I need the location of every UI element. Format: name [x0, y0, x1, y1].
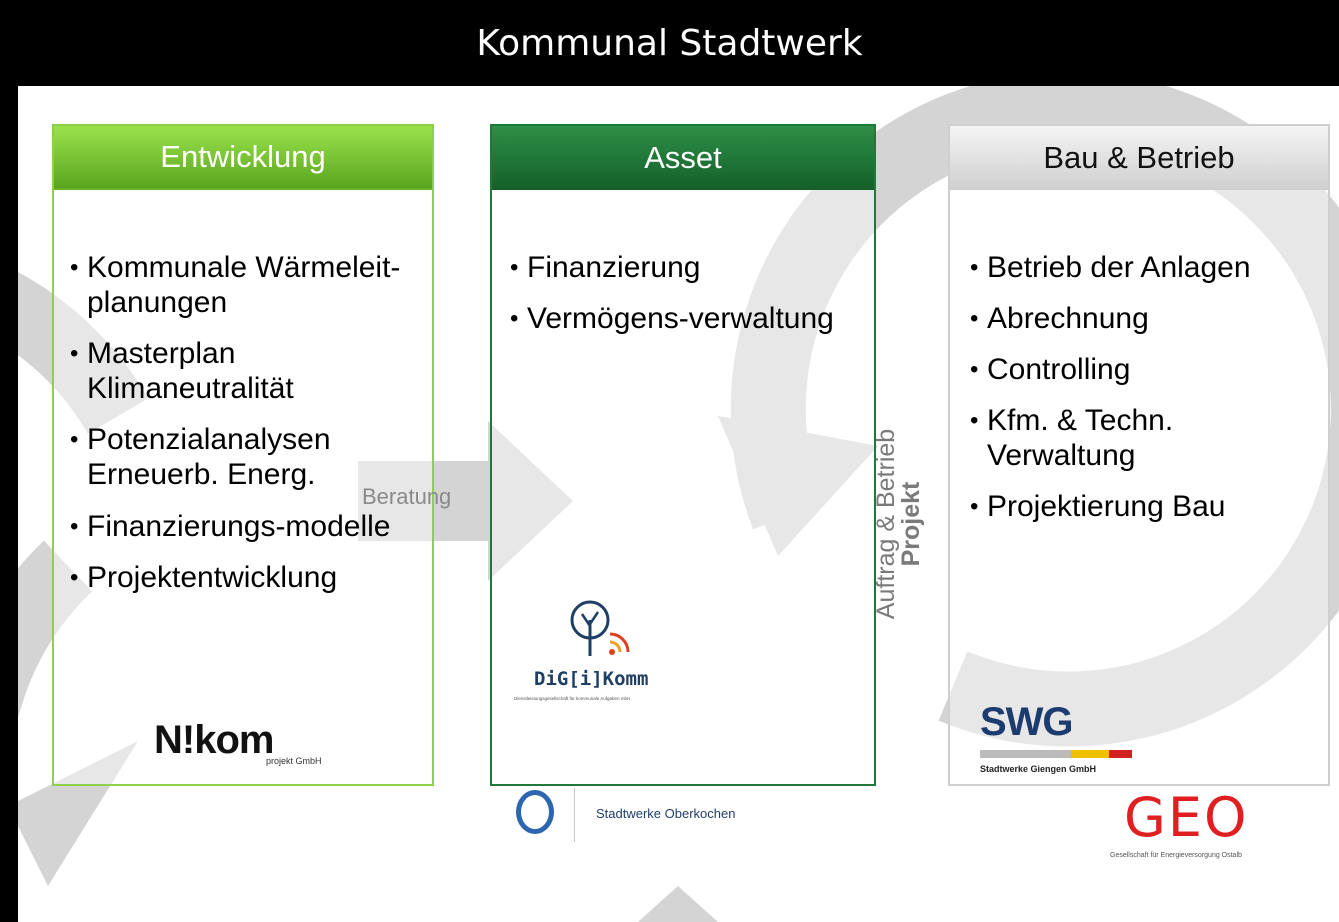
auftrag-betrieb-text: Auftrag & Betrieb [872, 428, 900, 620]
oberkochen-divider [574, 788, 575, 842]
list-item: Finanzierungs-modelle [70, 509, 420, 544]
auftrag-betrieb-label: Auftrag & Betrieb Projekt [872, 394, 925, 654]
nikom-logo: N!kom projekt GmbH [154, 718, 354, 768]
left-arc-bottom [18, 540, 93, 719]
column-heading-asset: Asset [492, 126, 874, 190]
list-item: Potenzialanalysen Erneuerb. Energ. [70, 422, 420, 492]
geo-logo-sub: Gesellschaft für Energieversorgung Ostal… [1110, 852, 1242, 859]
stadtwerke-oberkochen-logo: Stadtwerke Oberkochen [516, 788, 816, 844]
list-item: Masterplan Klimaneutralität [70, 336, 420, 406]
list-asset: Finanzierung Vermögens-verwaltung [510, 250, 840, 352]
digikomm-logo-name: DiG[i]Komm [534, 668, 649, 690]
swg-logo-name: SWG [980, 700, 1074, 744]
list-item: Finanzierung [510, 250, 840, 285]
list-item: Projektierung Bau [970, 489, 1320, 524]
list-bau-betrieb: Betrieb der Anlagen Abrechnung Controlli… [970, 250, 1320, 541]
list-item: Controlling [970, 352, 1320, 387]
projekt-text: Projekt [897, 481, 925, 567]
list-entwicklung: Kommunale Wärmeleit-planungen Masterplan… [70, 250, 420, 611]
left-arrowhead [18, 741, 138, 886]
tree-icon [570, 600, 630, 656]
geo-logo-name: GEO [1124, 786, 1249, 849]
column-entwicklung: Entwicklung Kommunale Wärmeleit-planunge… [52, 124, 434, 786]
list-item: Vermögens-verwaltung [510, 301, 840, 336]
column-asset: Asset Finanzierung Vermögens-verwaltung … [490, 124, 876, 786]
swg-logo-sub: Stadtwerke Giengen GmbH [980, 764, 1097, 774]
list-item: Projektentwicklung [70, 560, 420, 595]
geo-logo: GEO Gesellschaft für Energieversorgung O… [1110, 786, 1320, 874]
diagram-canvas: Entwicklung Kommunale Wärmeleit-planunge… [18, 86, 1339, 922]
page-title: Kommunal Stadtwerk [0, 0, 1339, 86]
digikomm-logo-sub: Dienstleistungsgesellschaft für kommunal… [514, 696, 631, 701]
beratung-label: Beratung [362, 484, 452, 509]
swg-logo: SWG Stadtwerke Giengen GmbH [980, 700, 1140, 780]
column-heading-bau-betrieb: Bau & Betrieb [950, 126, 1328, 190]
swg-logo-dots [980, 750, 1132, 758]
column-heading-entwicklung: Entwicklung [54, 126, 432, 190]
list-item: Kfm. & Techn. Verwaltung [970, 403, 1320, 473]
list-item: Abrechnung [970, 301, 1320, 336]
oberkochen-logo-name: Stadtwerke Oberkochen [596, 806, 736, 821]
digikomm-logo: DiG[i]Komm Dienstleistungsgesellschaft f… [514, 594, 794, 714]
right-cycle-arrowhead [718, 416, 878, 556]
nikom-logo-name: N!kom [154, 718, 274, 762]
nikom-logo-sub: projekt GmbH [266, 756, 322, 766]
bottom-arrowhead [638, 886, 718, 922]
list-item: Betrieb der Anlagen [970, 250, 1320, 285]
oberkochen-emblem-icon [516, 790, 554, 834]
column-bau-betrieb: Bau & Betrieb Betrieb der Anlagen Abrech… [948, 124, 1330, 859]
list-item: Kommunale Wärmeleit-planungen [70, 250, 420, 320]
